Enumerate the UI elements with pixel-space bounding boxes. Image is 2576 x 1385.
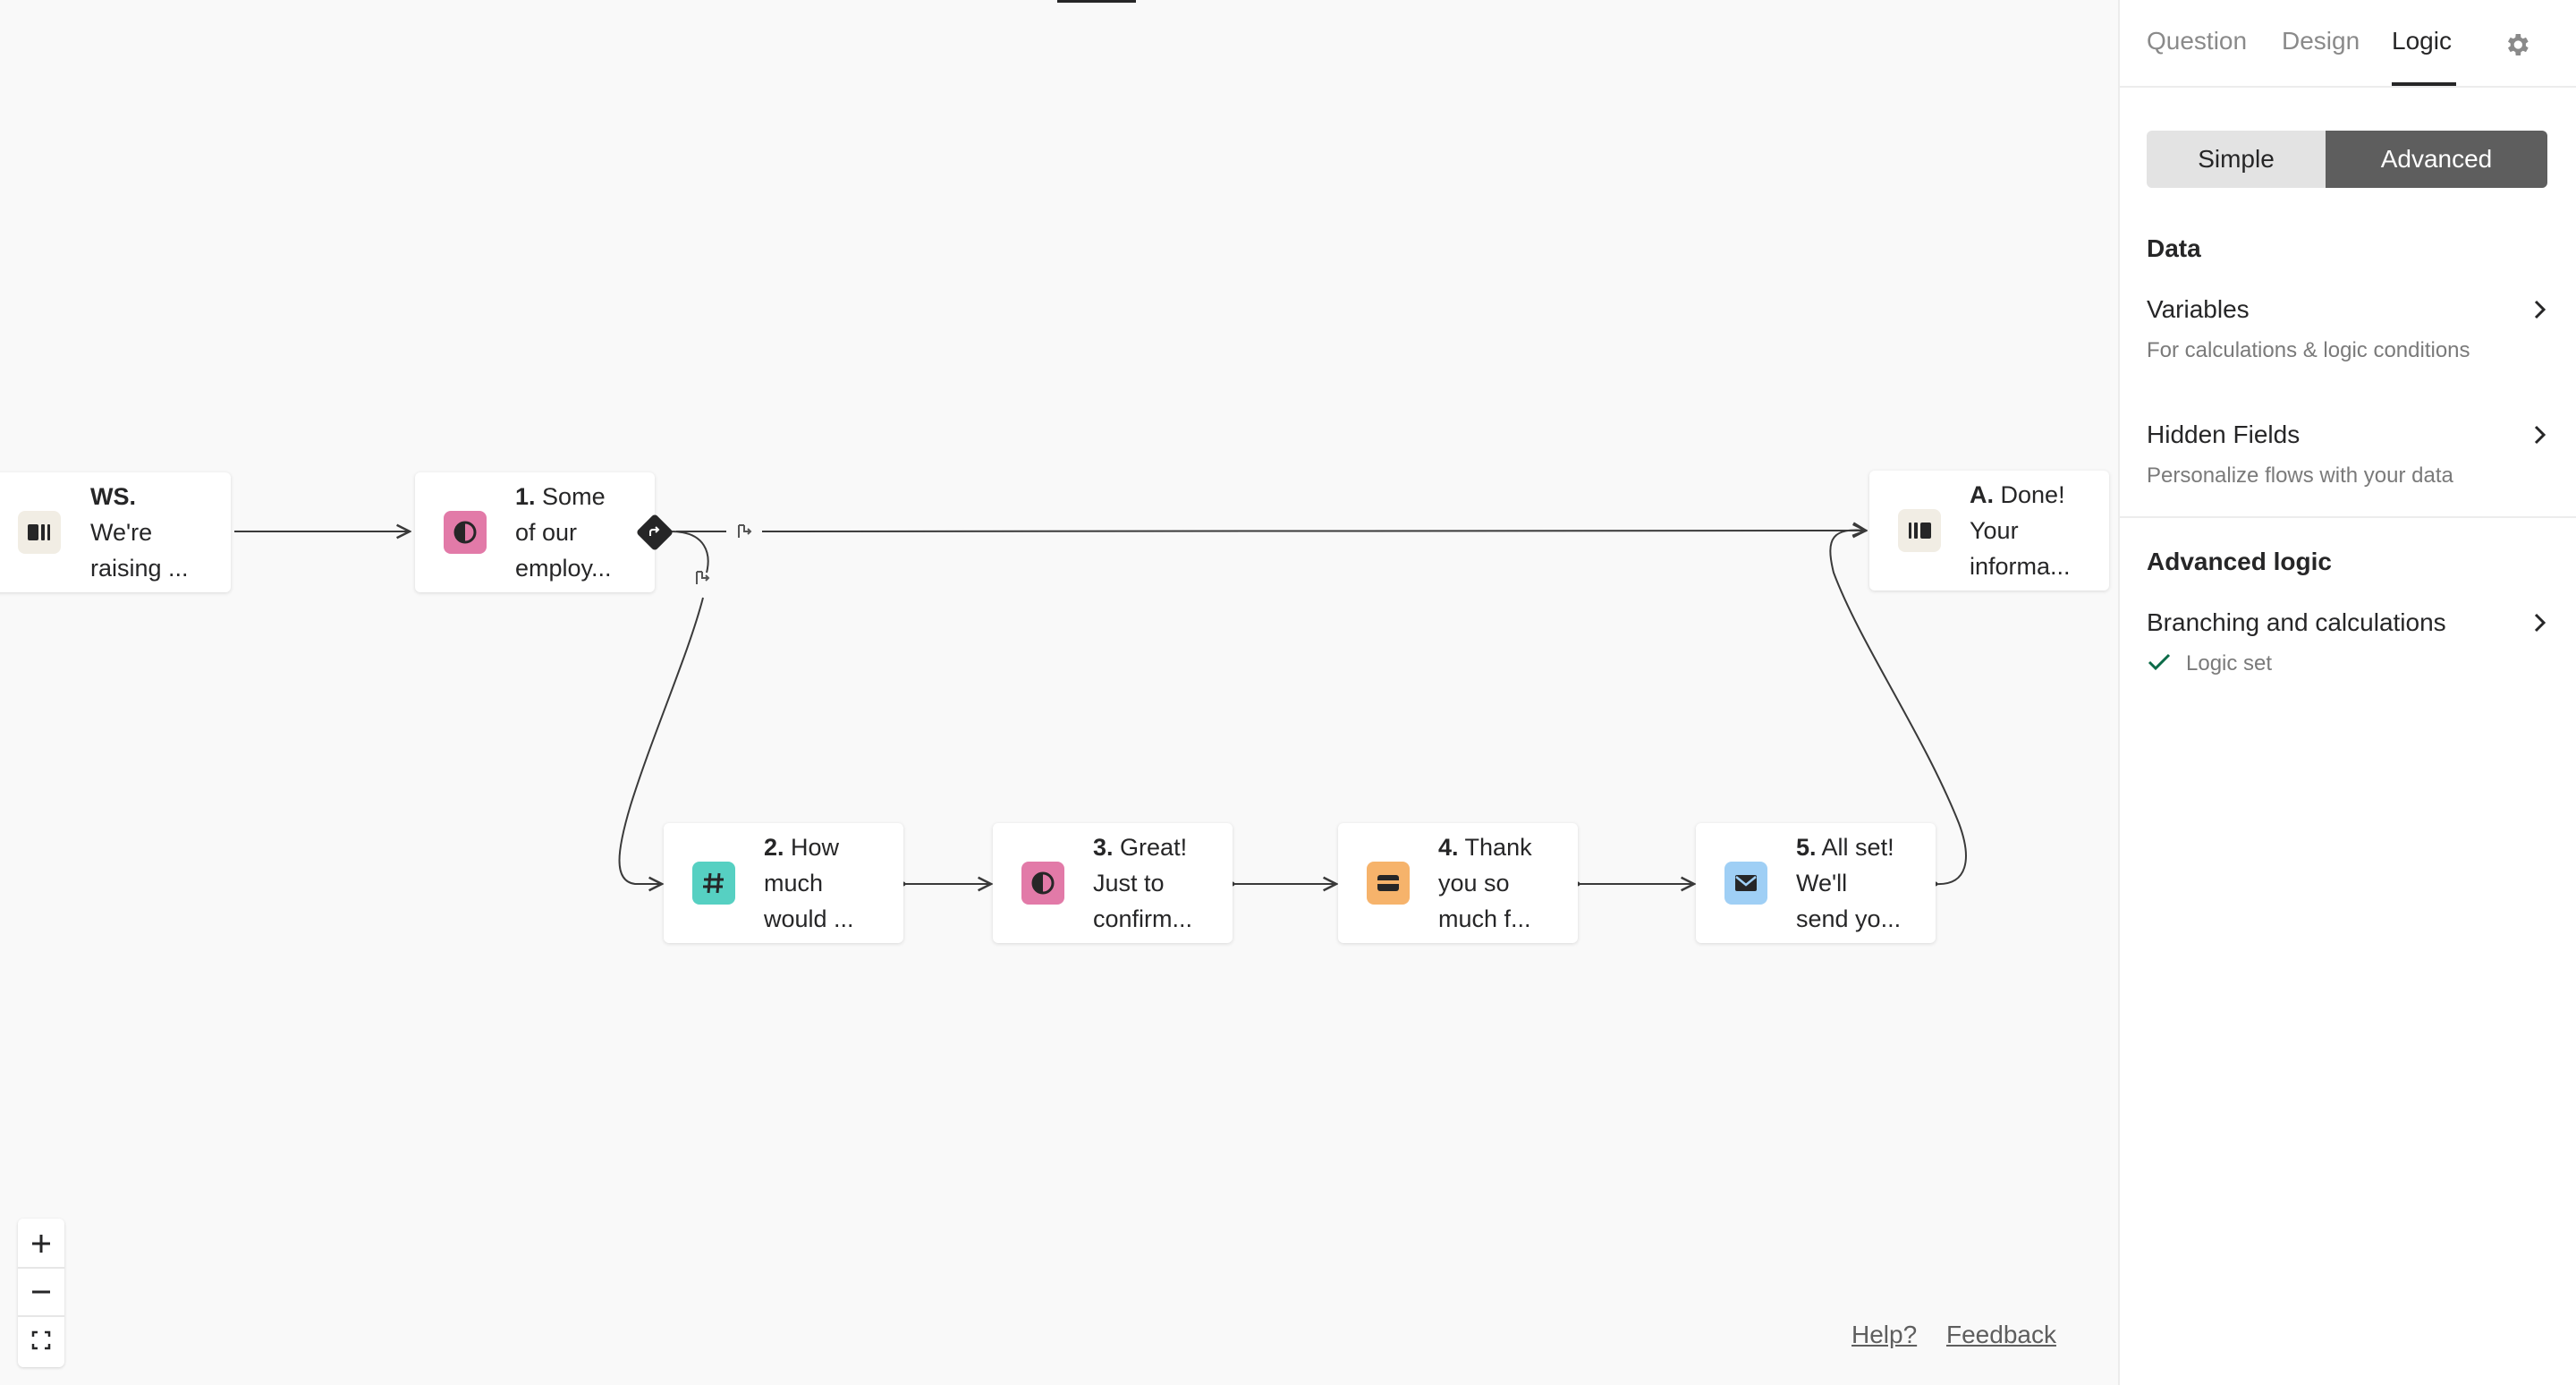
chevron-right-icon [2534, 425, 2546, 445]
checkmark-icon [2148, 653, 2171, 671]
help-link[interactable]: Help? [1852, 1321, 1918, 1348]
opinion-scale-icon [444, 511, 487, 554]
tabs-divider [2120, 86, 2576, 88]
tab-logic[interactable]: Logic [2392, 27, 2452, 55]
top-indicator [1057, 0, 1136, 3]
logic-settings-panel [2118, 0, 2576, 1385]
advanced-logic-heading: Advanced logic [2147, 548, 2332, 575]
payment-icon [1367, 862, 1410, 905]
chevron-right-icon [2534, 613, 2546, 633]
branching-row[interactable]: Branching and calculations Logic set [2147, 605, 2549, 685]
variables-subtitle: For calculations & logic conditions [2147, 338, 2470, 362]
fit-to-screen-button[interactable] [18, 1317, 64, 1364]
number-icon [692, 862, 735, 905]
branch-logic-icon[interactable] [635, 513, 674, 552]
hidden-fields-subtitle: Personalize flows with your data [2147, 463, 2453, 488]
route-icon[interactable] [693, 567, 715, 589]
hidden-fields-title: Hidden Fields [2147, 421, 2301, 448]
section-divider [2120, 516, 2576, 518]
edge-q1-branch-to-q2 [618, 531, 709, 884]
gear-icon[interactable] [2503, 30, 2531, 59]
variables-title: Variables [2147, 295, 2250, 323]
email-icon [1724, 862, 1767, 905]
flow-connections [234, 0, 1967, 1385]
zoom-controls [18, 1219, 64, 1367]
zoom-out-button[interactable] [18, 1269, 64, 1315]
opinion-scale-icon [1021, 862, 1064, 905]
simple-mode-button[interactable]: Simple [2198, 145, 2275, 173]
active-tab-indicator [2392, 82, 2456, 86]
ending-screen-icon [1898, 509, 1941, 552]
chevron-right-icon [2534, 300, 2546, 319]
feedback-link[interactable]: Feedback [1946, 1321, 2056, 1348]
tab-design[interactable]: Design [2282, 27, 2360, 55]
advanced-mode-button[interactable]: Advanced [2326, 131, 2547, 188]
tab-question[interactable]: Question [2147, 27, 2248, 55]
variables-row[interactable]: Variables For calculations & logic condi… [2147, 292, 2549, 369]
zoom-in-button[interactable] [18, 1220, 64, 1267]
hidden-fields-row[interactable]: Hidden Fields Personalize flows with you… [2147, 417, 2549, 494]
fit-screen-icon [31, 1330, 51, 1350]
logic-mode-toggle: Simple Advanced [2147, 131, 2547, 188]
minus-icon [32, 1290, 50, 1294]
data-section-heading: Data [2147, 234, 2201, 262]
logic-set-status: Logic set [2186, 651, 2273, 676]
route-icon[interactable] [735, 521, 757, 542]
welcome-screen-icon [18, 511, 61, 554]
edge-q5-to-end [1829, 531, 1967, 886]
plus-icon [32, 1235, 50, 1253]
branching-title: Branching and calculations [2147, 608, 2446, 636]
